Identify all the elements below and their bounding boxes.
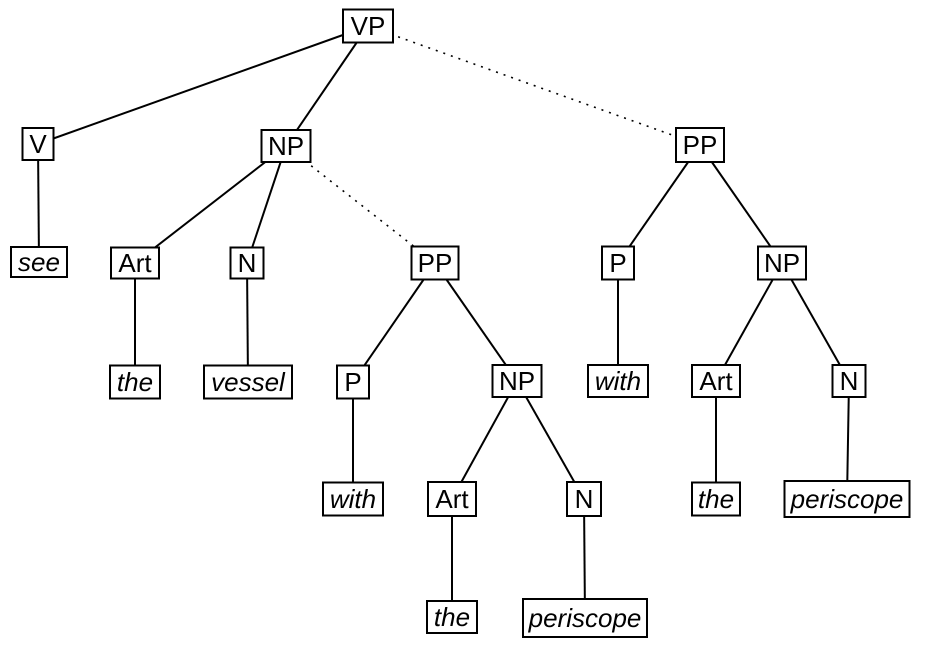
tree-node-vp: VP bbox=[342, 8, 394, 44]
node-box-the-object bbox=[109, 364, 161, 400]
node-label-p-right: P bbox=[609, 248, 626, 278]
node-label-v: V bbox=[29, 129, 47, 159]
node-box-n-object bbox=[229, 246, 265, 280]
tree-node-with-right: with bbox=[587, 364, 649, 398]
node-box-with-right bbox=[587, 364, 649, 398]
node-box-v bbox=[21, 127, 55, 161]
node-label-n-mid: N bbox=[575, 484, 594, 514]
node-box-art-right bbox=[691, 364, 741, 398]
node-label-art-object: Art bbox=[118, 248, 152, 278]
node-box-the-right bbox=[691, 481, 741, 517]
edge-pp-right-p-right bbox=[617, 144, 701, 264]
tree-node-np-mid: NP bbox=[491, 364, 543, 398]
node-label-p-mid: P bbox=[344, 367, 361, 397]
edge-vp-np-object bbox=[285, 25, 369, 147]
edge-np-mid-art-mid bbox=[451, 380, 518, 500]
node-box-n-mid bbox=[566, 481, 602, 517]
tree-node-n-object: N bbox=[229, 246, 265, 280]
edge-np-object-n-object bbox=[246, 145, 287, 264]
node-box-periscope-right bbox=[783, 480, 911, 518]
tree-node-with-mid: with bbox=[322, 481, 384, 517]
node-box-np-mid bbox=[491, 364, 543, 398]
edge-vp-pp-right-dotted bbox=[367, 25, 701, 146]
node-label-art-right: Art bbox=[699, 366, 733, 396]
node-label-the-object: the bbox=[117, 367, 153, 397]
node-box-periscope-mid bbox=[522, 598, 648, 638]
tree-node-periscope-mid: periscope bbox=[522, 598, 648, 638]
node-label-pp-right: PP bbox=[683, 130, 718, 160]
node-label-art-mid: Art bbox=[435, 484, 469, 514]
tree-node-art-object: Art bbox=[110, 246, 160, 280]
tree-node-pp-mid: PP bbox=[410, 245, 460, 281]
node-label-the-right: the bbox=[698, 484, 734, 514]
tree-node-np-object: NP bbox=[260, 129, 312, 163]
node-box-the-mid bbox=[426, 600, 478, 634]
tree-node-pp-right: PP bbox=[675, 127, 725, 163]
node-label-with-right: with bbox=[595, 366, 641, 396]
node-label-np-mid: NP bbox=[499, 366, 535, 396]
node-box-art-mid bbox=[427, 481, 477, 517]
edge-np-object-art-object bbox=[134, 145, 287, 264]
node-label-periscope-right: periscope bbox=[790, 484, 904, 514]
node-label-pp-mid: PP bbox=[418, 248, 453, 278]
tree-node-art-mid: Art bbox=[427, 481, 477, 517]
node-box-vessel bbox=[203, 364, 293, 400]
tree-node-see: see bbox=[10, 246, 68, 278]
node-label-the-mid: the bbox=[434, 602, 470, 632]
edge-v-see bbox=[37, 143, 40, 263]
node-label-n-right: N bbox=[840, 366, 859, 396]
tree-node-the-right: the bbox=[691, 481, 741, 517]
edge-pp-mid-p-mid bbox=[352, 262, 436, 383]
node-box-pp-right bbox=[675, 127, 725, 163]
tree-node-art-right: Art bbox=[691, 364, 741, 398]
edge-np-right-n-right bbox=[781, 262, 850, 382]
tree-node-the-object: the bbox=[109, 364, 161, 400]
edge-n-object-vessel bbox=[246, 262, 249, 383]
node-box-art-object bbox=[110, 246, 160, 280]
node-label-with-mid: with bbox=[330, 484, 376, 514]
tree-node-np-right: NP bbox=[757, 245, 807, 281]
node-box-with-mid bbox=[322, 481, 384, 517]
node-box-p-right bbox=[601, 245, 635, 281]
edge-vp-v bbox=[37, 25, 369, 145]
edge-np-object-pp-mid-dotted bbox=[285, 145, 436, 264]
edge-n-right-periscope-right bbox=[846, 380, 850, 500]
node-box-np-right bbox=[757, 245, 807, 281]
tree-node-n-right: N bbox=[831, 364, 867, 398]
node-box-p-mid bbox=[336, 364, 370, 400]
tree-node-v: V bbox=[21, 127, 55, 161]
edge-pp-right-np-right bbox=[699, 144, 783, 264]
edge-pp-mid-np-mid bbox=[434, 262, 518, 382]
tree-node-p-mid: P bbox=[336, 364, 370, 400]
node-box-np-object bbox=[260, 129, 312, 163]
node-box-pp-mid bbox=[410, 245, 460, 281]
node-box-vp bbox=[342, 8, 394, 44]
edge-np-mid-n-mid bbox=[516, 380, 585, 500]
tree-node-the-mid: the bbox=[426, 600, 478, 634]
node-label-np-object: NP bbox=[268, 131, 304, 161]
tree-node-p-right: P bbox=[601, 245, 635, 281]
tree-node-vessel: vessel bbox=[203, 364, 293, 400]
edge-np-right-art-right bbox=[715, 262, 783, 382]
node-label-vessel: vessel bbox=[211, 367, 286, 397]
tree-node-periscope-right: periscope bbox=[783, 480, 911, 518]
tree-node-n-mid: N bbox=[566, 481, 602, 517]
node-box-see bbox=[10, 246, 68, 278]
node-label-see: see bbox=[18, 247, 60, 277]
node-label-vp: VP bbox=[351, 11, 386, 41]
node-box-n-right bbox=[831, 364, 867, 398]
node-label-np-right: NP bbox=[764, 248, 800, 278]
node-label-periscope-mid: periscope bbox=[528, 603, 642, 633]
node-label-n-object: N bbox=[238, 248, 257, 278]
